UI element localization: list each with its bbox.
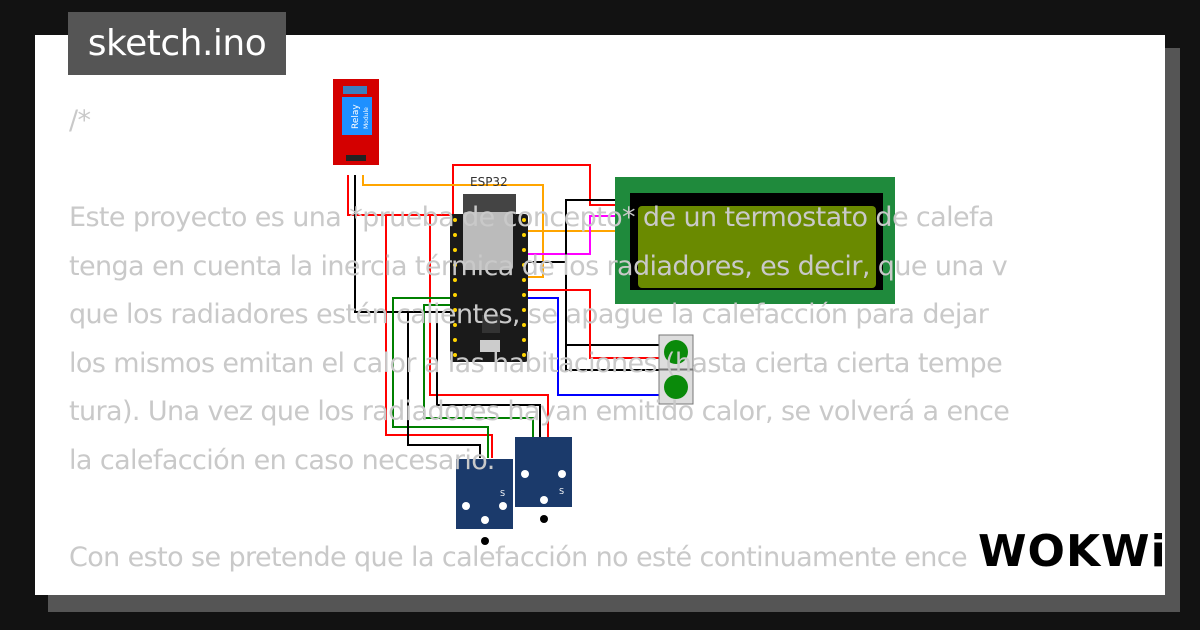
wire-orange-relay xyxy=(362,175,544,278)
code-line: que los radiadores estén calientes, se a… xyxy=(69,299,989,330)
sensor-1-label: S xyxy=(500,489,505,498)
relay-module: Relay Module xyxy=(333,79,379,165)
code-card: Relay Module ESP32 S S /* Este p xyxy=(35,35,1165,595)
code-line: los mismos emitan el calor a las habitac… xyxy=(69,347,1003,379)
wire-black-sensor2 xyxy=(436,312,541,437)
lcd-display xyxy=(615,177,895,304)
circuit-diagram: Relay Module ESP32 S S xyxy=(333,79,895,545)
relay-label: Relay xyxy=(351,104,361,129)
wire-red-sensor1 xyxy=(385,215,493,458)
wire-black-sensor1 xyxy=(407,312,481,458)
wire-magenta xyxy=(527,215,620,255)
temperature-sensor-2: S xyxy=(515,437,572,523)
code-line: Con esto se pretende que la calefacción … xyxy=(69,541,969,573)
code-line: tenga en cuenta la inercia térmica de lo… xyxy=(69,250,1008,282)
esp32-board: ESP32 xyxy=(450,175,528,362)
wire-green-sensor2 xyxy=(423,304,534,437)
wires xyxy=(347,164,660,458)
wire-black-btn2 xyxy=(565,345,660,371)
push-button-1[interactable] xyxy=(658,334,694,370)
sensor-2-label: S xyxy=(559,487,564,496)
relay-sub-label: Module xyxy=(363,107,370,129)
code-text: /* Este proyecto es una *prueba de conce… xyxy=(69,97,1010,582)
esp32-pins xyxy=(453,218,526,357)
wire-red-vcc xyxy=(347,164,620,216)
wire-black-lcd xyxy=(527,199,620,263)
code-line: /* xyxy=(69,105,91,136)
push-button-2[interactable] xyxy=(658,369,694,405)
wokwi-logo: WOKWi xyxy=(978,526,1167,577)
temperature-sensor-1: S xyxy=(456,459,513,545)
esp32-label: ESP32 xyxy=(470,175,508,189)
file-tab-title: sketch.ino xyxy=(68,12,286,75)
code-line: la calefacción en caso necesario. xyxy=(69,444,495,476)
wire-green-sensor1 xyxy=(392,297,489,458)
wire-black-gnd xyxy=(354,175,455,313)
wire-red-btn xyxy=(527,289,660,359)
code-line: tura). Una vez que los radiadores hayan … xyxy=(69,396,1010,427)
code-line: Este proyecto es una *prueba de concepto… xyxy=(69,202,994,233)
wire-blue-btn xyxy=(527,297,660,396)
